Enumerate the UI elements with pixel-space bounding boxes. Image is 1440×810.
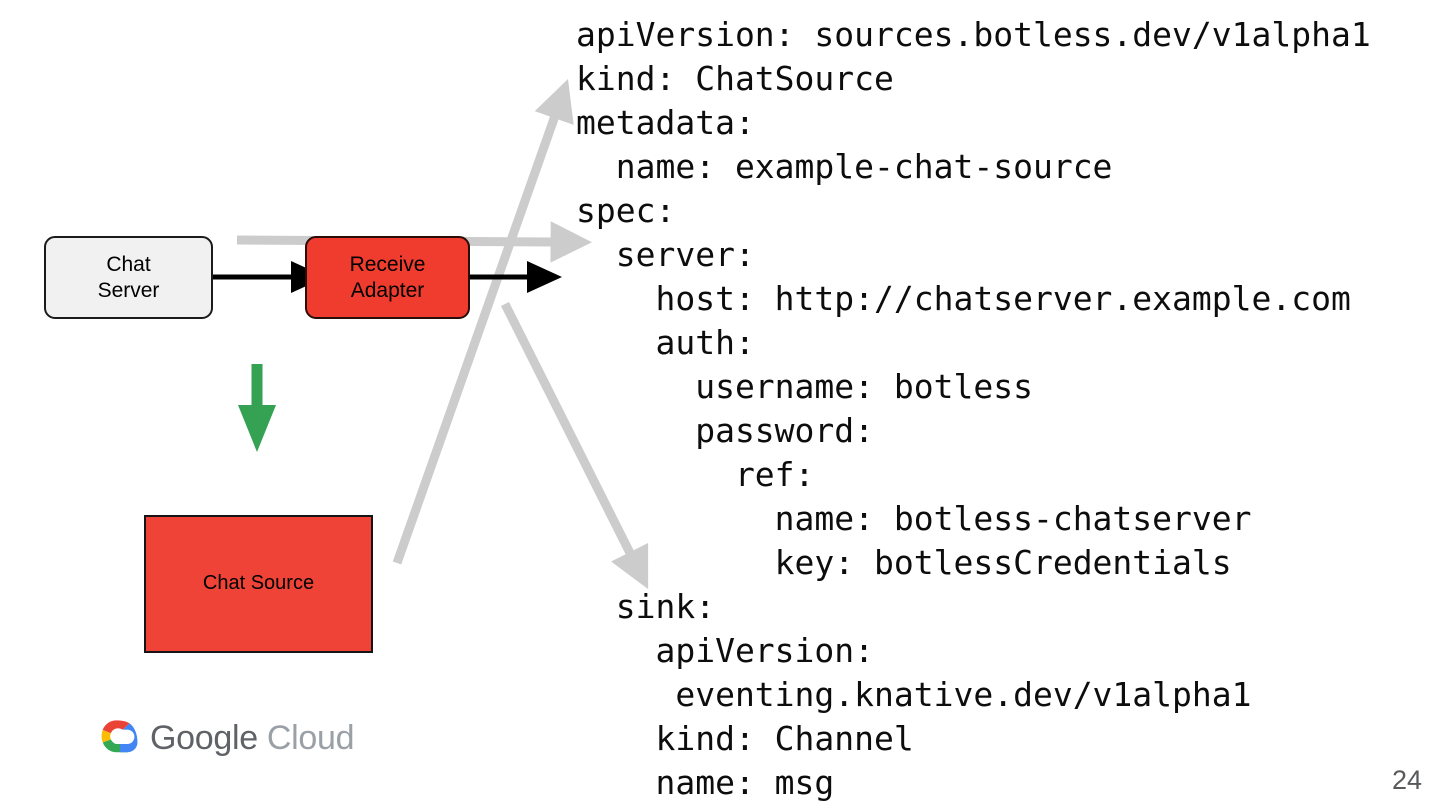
yaml-line: host: http://chatserver.example.com bbox=[576, 279, 1351, 318]
yaml-line: metadata: bbox=[576, 103, 755, 142]
google-wordmark-text: Google bbox=[150, 718, 258, 757]
callout-arrow-metadata bbox=[392, 79, 574, 565]
yaml-line: server: bbox=[576, 235, 755, 274]
google-cloud-wordmark: Google Cloud bbox=[150, 719, 354, 758]
arrow-adapter-to-chat-source bbox=[238, 364, 276, 452]
yaml-line: kind: Channel bbox=[576, 719, 914, 758]
google-cloud-icon bbox=[101, 720, 138, 753]
page-number: 24 bbox=[1391, 765, 1422, 795]
yaml-line: kind: ChatSource bbox=[576, 59, 894, 98]
architecture-diagram: Chat Server Receive Adapter Chat Source bbox=[0, 0, 680, 810]
yaml-line: username: botless bbox=[576, 367, 1033, 406]
cloud-wordmark-text: Cloud bbox=[266, 718, 355, 757]
google-cloud-logo: Google Cloud bbox=[93, 718, 354, 758]
yaml-line: name: botless-chatserver bbox=[576, 499, 1252, 538]
node-chat-server-label: Chat Server bbox=[97, 252, 160, 302]
yaml-manifest: apiVersion: sources.botless.dev/v1alpha1… bbox=[576, 13, 1440, 805]
yaml-line: key: botlessCredentials bbox=[576, 543, 1232, 582]
yaml-line: sink: bbox=[576, 587, 716, 626]
node-chat-server[interactable]: Chat Server bbox=[44, 236, 213, 319]
yaml-line: apiVersion: bbox=[576, 631, 875, 670]
diagram-connectors bbox=[213, 79, 649, 590]
yaml-line: name: msg bbox=[576, 763, 835, 802]
yaml-line: eventing.knative.dev/v1alpha1 bbox=[576, 675, 1252, 714]
yaml-line: password: bbox=[576, 411, 875, 450]
node-chat-source-label: Chat Source bbox=[202, 571, 315, 594]
yaml-line: ref: bbox=[576, 455, 815, 494]
yaml-line: spec: bbox=[576, 191, 676, 230]
yaml-line: name: example-chat-source bbox=[576, 147, 1113, 186]
node-chat-source[interactable]: Chat Source bbox=[144, 515, 373, 653]
yaml-line: auth: bbox=[576, 323, 755, 362]
node-receive-adapter-label: Receive Adapter bbox=[349, 252, 426, 302]
node-receive-adapter[interactable]: Receive Adapter bbox=[305, 236, 470, 319]
yaml-line: apiVersion: sources.botless.dev/v1alpha1 bbox=[576, 15, 1371, 54]
callout-arrow-sink bbox=[500, 301, 649, 590]
